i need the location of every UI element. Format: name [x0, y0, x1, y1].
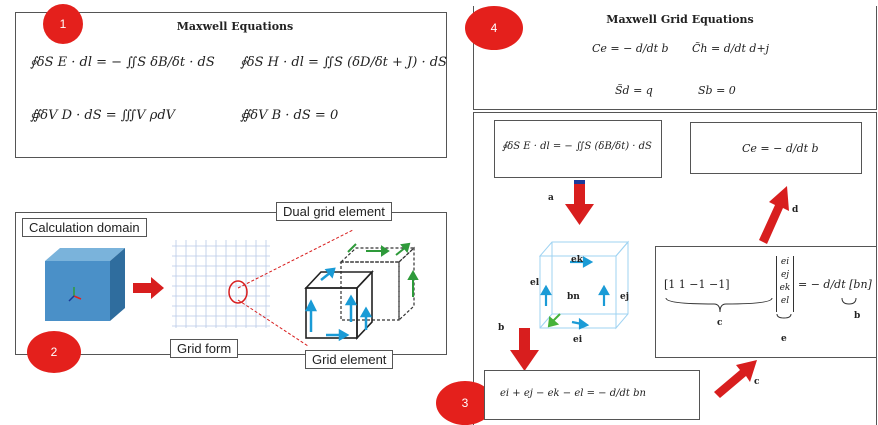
arrow-label-d: d	[792, 205, 799, 215]
unit-cell-cube	[538, 240, 630, 330]
panel1-title: Maxwell Equations	[176, 20, 294, 33]
discrete-equation-box	[484, 370, 700, 420]
badge-4: 4	[465, 6, 523, 50]
edge-vector-ek: ek	[779, 283, 791, 293]
dual-grid-element-label: Dual grid element	[276, 202, 392, 221]
brace-label-c: c	[717, 318, 723, 328]
grid-eq-curl-e: Ce = − d/dt b	[592, 42, 669, 55]
grid-form-label: Grid form	[170, 339, 239, 358]
panel-grid-equations	[473, 6, 877, 110]
panel-maxwell-equations	[15, 12, 447, 158]
zoom-pointer-lines	[237, 229, 354, 347]
matrix-rhs: = − d/dt [bn]	[798, 278, 872, 291]
grid-element-label: Grid element	[305, 350, 394, 369]
arrow-d	[759, 186, 789, 244]
arrow-label-a: a	[548, 193, 554, 203]
brace-label-e: e	[781, 334, 787, 344]
grid-eq-curl-h: C̃h = d/dt d+j	[692, 42, 770, 55]
cell-label-ek: ek	[571, 255, 583, 265]
grid-eq-div-b: Sb = 0	[698, 84, 736, 97]
cell-label-bn: bn	[567, 292, 580, 302]
maxwell-eq-gauss-d: ∯δV D · dS = ∭V ρdV	[30, 108, 176, 123]
arrow-label-c: c	[754, 377, 760, 387]
domain-to-grid-arrow	[133, 277, 164, 299]
brace-label-b: b	[854, 311, 861, 321]
arrow-c	[714, 360, 757, 398]
discrete-equation: ei + ej − ek − el = − d/dt bn	[500, 388, 646, 399]
maxwell-eq-gauss-b: ∯δV B · dS = 0	[240, 108, 339, 123]
stokes-integral-box	[494, 120, 662, 178]
badge-1: 1	[43, 4, 83, 44]
cell-label-ej: ej	[620, 292, 629, 302]
arrow-label-b: b	[498, 323, 505, 333]
grid-eq-div-d: S̃d = q	[615, 84, 653, 97]
arrow-b	[510, 328, 539, 371]
panel4-title: Maxwell Grid Equations	[606, 13, 754, 26]
grid-element-cubes	[304, 242, 419, 342]
incidence-matrix-box	[655, 246, 877, 358]
arrow-a	[565, 180, 594, 225]
curl-result-box	[690, 122, 862, 174]
edge-vector-ei: ei	[780, 257, 790, 267]
grid-form-mesh	[172, 240, 270, 328]
cell-label-ei: ei	[573, 335, 583, 345]
calculation-domain-cube	[45, 248, 125, 321]
cell-label-el: el	[530, 278, 540, 288]
badge-2: 2	[27, 331, 81, 373]
stokes-integral-equation: ∮δS E · dl = − ∬S (δB/δt) · dS	[502, 141, 652, 152]
incidence-matrix-row: [1 1 −1 −1]	[664, 278, 730, 291]
calculation-domain-label: Calculation domain	[22, 218, 147, 237]
edge-vector-ej: ej	[780, 270, 790, 280]
curl-result-equation: Ce = − d/dt b	[742, 142, 819, 155]
matrix-braces	[665, 297, 857, 319]
edge-vector-el: el	[780, 296, 790, 306]
maxwell-eq-ampere: ∮δS H · dl = ∬S (δD/δt + J) · dS	[240, 55, 447, 70]
edge-vector: ei ej ek el	[776, 256, 794, 312]
maxwell-eq-faraday: ∮δS E · dl = − ∬S δB/δt · dS	[30, 55, 215, 70]
